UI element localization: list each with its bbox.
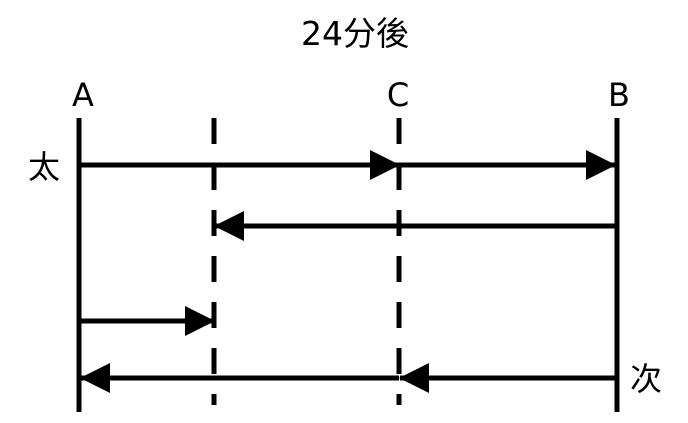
person-jiro-label: 次 bbox=[630, 360, 662, 398]
diagram-title: 24分後 bbox=[301, 14, 409, 53]
person-taro-label: 太 bbox=[28, 148, 60, 186]
point-c-label: C bbox=[387, 76, 409, 114]
point-a-label: A bbox=[72, 76, 94, 114]
point-b-label: B bbox=[608, 76, 630, 114]
